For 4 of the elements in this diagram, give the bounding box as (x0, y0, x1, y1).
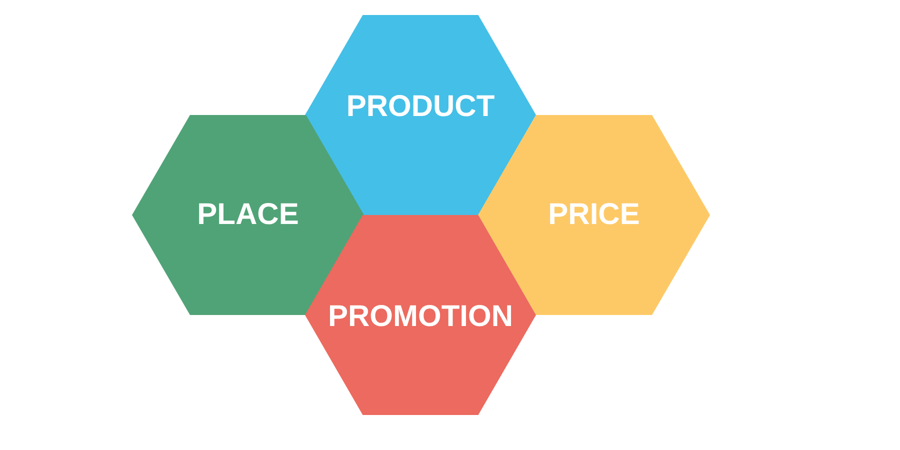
hexagon-label: PROMOTION (328, 300, 513, 334)
hexagon-label: PRICE (548, 198, 640, 232)
hexagon-label: PLACE (197, 198, 299, 232)
hexagon-label: PRODUCT (346, 90, 495, 124)
